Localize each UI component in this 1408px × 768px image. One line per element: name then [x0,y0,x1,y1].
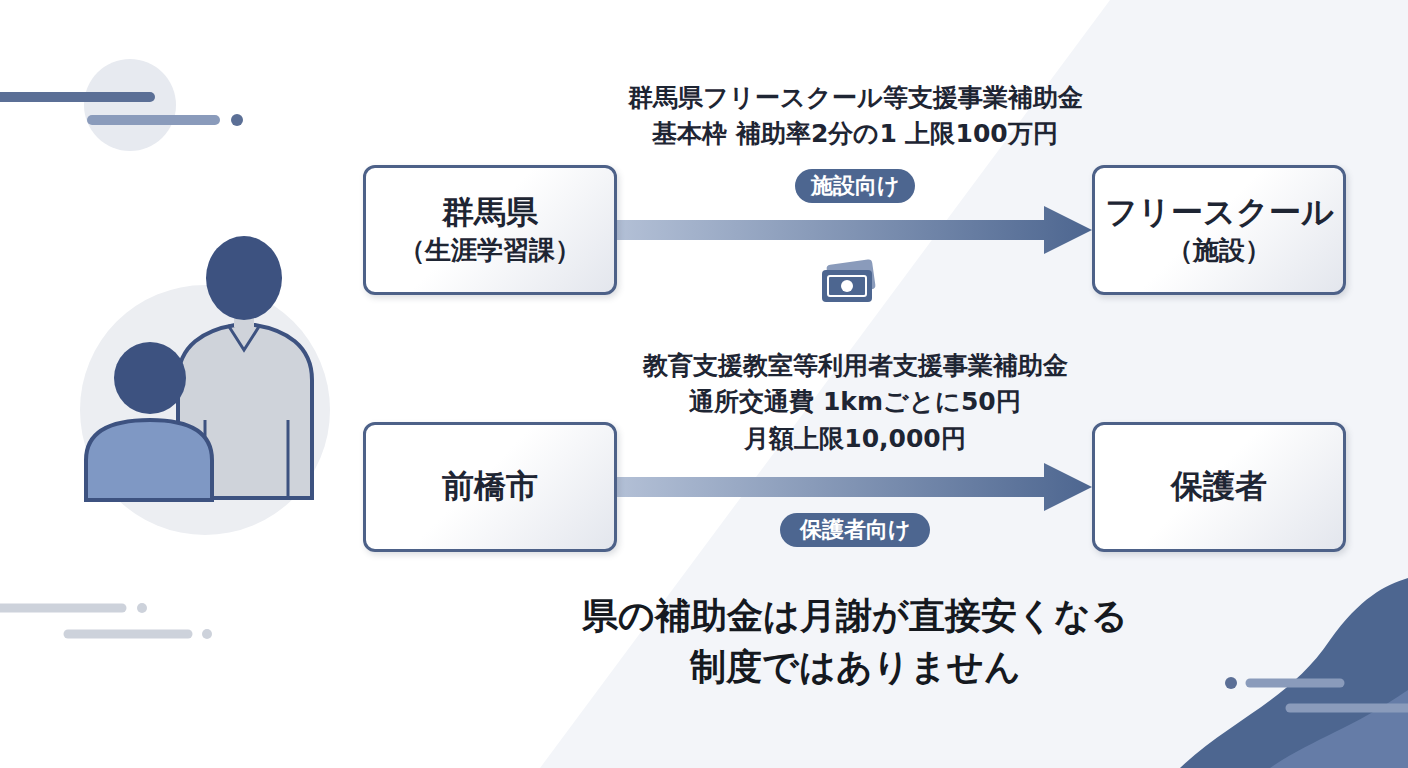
child-head [114,342,186,414]
entity-box: 群馬県（生涯学習課） [363,165,617,295]
parent-collar [228,325,260,350]
decor-dot [137,603,147,613]
decor-line [68,630,188,639]
decor-line [1250,679,1340,688]
child-body [86,420,212,500]
caption-note: 県の補助金は月謝が直接安くなる 制度ではありません [545,590,1165,692]
decor-line [0,92,150,102]
entity-box: 前橋市 [363,422,617,552]
entity-box: フリースクール（施設） [1092,165,1346,295]
decor-dot [1225,677,1237,689]
parent-head [206,236,282,320]
decor-blob [1270,690,1408,768]
tag-pill: 保護者向け [780,513,930,547]
flow-arrow [617,206,1092,254]
background-shape [540,0,1408,768]
box-title: 群馬県 [442,192,538,234]
tag-label: 施設向け [811,173,900,199]
decor-blob [1180,578,1408,768]
edge-label: 群馬県フリースクール等支援事業補助金 基本枠 補助率2分の1 上限100万円 [620,80,1090,153]
money-icon [822,259,876,302]
box-title: フリースクール [1105,192,1334,234]
box-subtitle: （生涯学習課） [399,234,581,268]
tag-pill: 施設向け [795,169,915,203]
box-title: 前橋市 [442,466,538,508]
box-subtitle: （施設） [1167,234,1271,268]
decor-line [0,604,122,613]
illustration-circle [80,285,330,535]
decor-line [1290,704,1408,713]
tag-label: 保護者向け [800,517,911,543]
decor-dot [231,114,243,126]
decor-circle [84,59,176,151]
decor-line [92,115,215,125]
box-title: 保護者 [1171,466,1267,508]
flow-arrow [617,463,1092,511]
decor-dot [202,629,212,639]
parent-arm [287,420,290,498]
edge-label: 教育支援教室等利用者支援事業補助金 通所交通費 1kmごとに50円 月額上限10… [620,348,1090,457]
entity-box: 保護者 [1092,422,1346,552]
